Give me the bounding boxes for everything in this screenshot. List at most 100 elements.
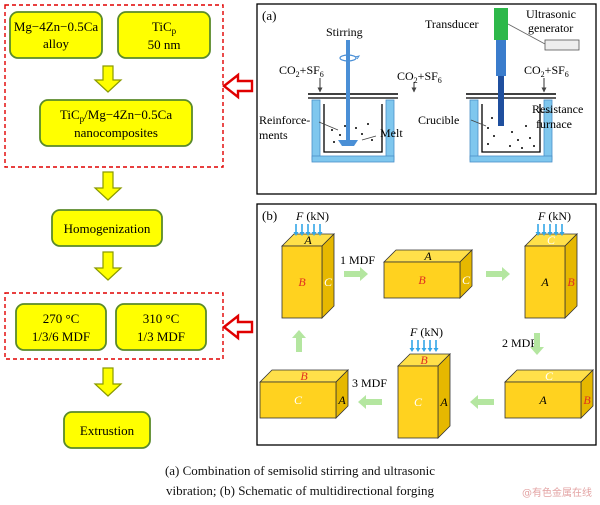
red-arrow-top	[222, 72, 254, 100]
gas-label-left-sf: +SF	[300, 63, 320, 77]
cube-1-face-front: B	[298, 275, 306, 289]
label-resistance: Resistance	[532, 102, 583, 116]
box-tic-line2: 50 nm	[148, 37, 181, 52]
flowchart: Mg−4Zn−0.5Ca alloy TiCp 50 nm TiCp/Mg−4Z…	[4, 4, 254, 449]
mdf-label-1: 1 MDF	[340, 253, 375, 267]
force-label-2-f: F	[537, 209, 546, 223]
svg-text:TiCp/Mg−4Zn−0.5Ca: TiCp/Mg−4Zn−0.5Ca	[60, 107, 172, 124]
cube-1: BAC	[281, 233, 335, 319]
cube-5-face-top: B	[420, 353, 428, 367]
svg-text:Homogenization: Homogenization	[64, 221, 151, 236]
label-melt: Melt	[380, 126, 403, 140]
box-composite-sub: p	[80, 114, 85, 124]
gas-label-right-co: CO	[524, 63, 541, 77]
label-transducer: Transducer	[425, 17, 479, 31]
svg-text:1/3 MDF: 1/3 MDF	[137, 329, 185, 344]
gas-label-mid-sf: +SF	[418, 69, 438, 83]
svg-text:1 MDF: 1 MDF	[340, 253, 375, 267]
label-generator: generator	[528, 21, 573, 35]
cube-2-face-top: A	[423, 249, 432, 263]
svg-text:3 MDF: 3 MDF	[352, 376, 387, 390]
gas-label-right-sf: +SF	[545, 63, 565, 77]
label-furnace: furnace	[536, 117, 572, 131]
stirring-setup	[308, 40, 398, 163]
mdf-label-2: 2 MDF	[502, 336, 537, 350]
box-alloy	[9, 11, 103, 59]
cube-2-face-front: B	[418, 273, 426, 287]
svg-text:Ultrasonic: Ultrasonic	[526, 7, 576, 21]
force-arrows-1	[293, 224, 323, 236]
force-arrows-3	[409, 340, 439, 352]
svg-text:F (kN): F (kN)	[537, 209, 571, 223]
svg-text:Mg−4Zn−0.5Ca: Mg−4Zn−0.5Ca	[14, 19, 99, 34]
svg-text:310 °C: 310 °C	[143, 311, 180, 326]
box-homogenization	[51, 209, 163, 247]
force-arrows-2	[535, 224, 565, 236]
box-temp-270-line2: 1/3/6 MDF	[32, 329, 90, 344]
panel-a-label: (a)	[262, 8, 276, 23]
gas-label-right-sub6: 6	[565, 70, 569, 79]
caption-line-1: (a) Combination of semisolid stirring an…	[164, 463, 436, 478]
dashed-group-bottom	[4, 292, 224, 360]
svg-text:(a): (a)	[262, 8, 276, 23]
svg-text:Reinforce-: Reinforce-	[259, 113, 310, 127]
box-tic-sub: p	[172, 26, 177, 36]
label-stirring: Stirring	[326, 25, 363, 39]
box-temp-310-line2: 1/3 MDF	[137, 329, 185, 344]
cube-6: CBA	[259, 369, 349, 419]
box-extrusion-label: Extrustion	[80, 423, 135, 438]
box-tic-line1: TiC	[152, 19, 172, 34]
box-temp-270-line1: 270 °C	[43, 311, 80, 326]
svg-text:generator: generator	[528, 21, 573, 35]
red-arrow-bottom	[222, 313, 254, 341]
box-composite-b: /Mg−4Zn−0.5Ca	[84, 107, 172, 122]
panel-a: (a)	[256, 3, 597, 195]
cube-5-face-right: A	[439, 395, 448, 409]
svg-text:nanocomposites: nanocomposites	[74, 125, 158, 140]
box-temp-310-line1: 310 °C	[143, 311, 180, 326]
box-composite-a: TiC	[60, 107, 80, 122]
mdf-arrow-3	[530, 333, 544, 355]
svg-text:Transducer: Transducer	[425, 17, 479, 31]
cube-3-face-front: A	[540, 275, 549, 289]
flow-arrow-1	[93, 65, 123, 93]
svg-text:F (kN): F (kN)	[295, 209, 329, 223]
mdf-arrow-1	[344, 267, 368, 281]
cube-4-face-top: C	[545, 369, 554, 383]
cube-4-face-right: B	[583, 393, 591, 407]
ultrasonic-setup	[466, 8, 580, 163]
box-composite	[39, 99, 193, 147]
svg-text:Extrustion: Extrustion	[80, 423, 135, 438]
svg-text:270 °C: 270 °C	[43, 311, 80, 326]
svg-text:CO2+SF6: CO2+SF6	[279, 63, 324, 79]
cube-4: AC B	[504, 369, 594, 419]
box-homogenization-label: Homogenization	[64, 221, 151, 236]
gas-label-right-sub2: 2	[541, 70, 545, 79]
svg-text:2 MDF: 2 MDF	[502, 336, 537, 350]
svg-text:alloy: alloy	[43, 36, 69, 51]
box-tic	[117, 11, 211, 59]
flow-arrow-2	[93, 171, 123, 201]
force-label-1-unit: (kN)	[303, 209, 329, 223]
ultrasonic-generator-icon	[544, 39, 580, 51]
cube-3: ACB	[524, 233, 578, 319]
svg-text:Resistance: Resistance	[532, 102, 583, 116]
cube-4-face-front: A	[538, 393, 547, 407]
gas-label-mid-sub2: 2	[414, 76, 418, 85]
mdf-arrow-2	[486, 267, 510, 281]
mdf-arrows	[292, 267, 544, 409]
force-label-1-f: F	[295, 209, 304, 223]
flow-arrow-3	[93, 251, 123, 281]
label-ultrasonic: Ultrasonic	[526, 7, 576, 21]
cube-3-face-top: C	[547, 233, 556, 247]
mdf-label-3: 3 MDF	[352, 376, 387, 390]
cube-5-face-front: C	[414, 395, 423, 409]
box-extrusion	[63, 411, 151, 449]
panel-b-label: (b)	[262, 208, 277, 223]
svg-text:TiCp: TiCp	[152, 19, 177, 36]
cube-5: C B A	[397, 353, 451, 439]
svg-text:(b): (b)	[262, 208, 277, 223]
label-reinforcements-1: Reinforce-	[259, 113, 310, 127]
